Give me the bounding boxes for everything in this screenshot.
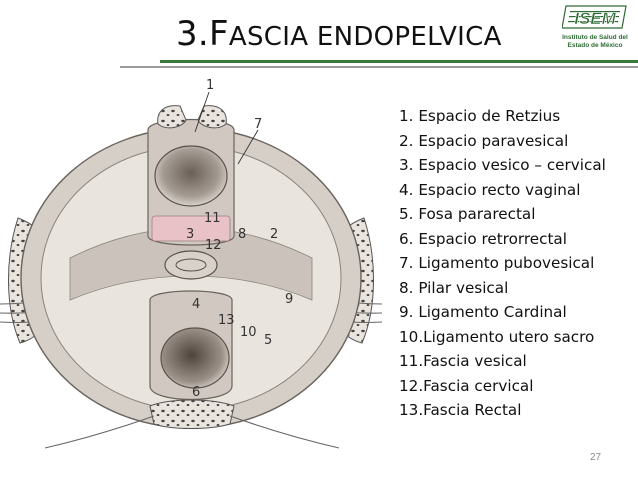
legend-list: 1. Espacio de Retzius 2. Espacio paraves… [399,104,606,423]
page-number: 27 [590,452,602,463]
rectum [160,327,230,389]
figure-label-2: 2 [270,227,278,242]
bladder [154,145,228,207]
title-rule-gray [120,66,638,68]
figure-label-9: 9 [285,292,293,307]
legend-item: 1. Espacio de Retzius [399,107,561,125]
legend-item: 3. Espacio vesico – cervical [399,156,606,174]
isem-logo: ISEM Instituto de Salud del Estado de Mé… [556,4,634,54]
legend-item: 12.Fascia cervical [399,376,534,395]
figure-label-1: 1 [206,78,214,93]
legend-item: 2. Espacio paravesical [399,131,569,150]
logo-line-2: Estado de México [567,42,623,49]
figure-label-5: 5 [264,333,272,348]
leader-line-7 [237,129,259,165]
logo-line-1: Instituto de Salud del [562,34,628,41]
title-rule-green [160,60,638,63]
slide-title: 3.FASCIA ENDOPELVICA [176,14,502,54]
title-number: 3.F [176,14,229,54]
vesico-cervical-space [151,215,231,242]
figure-label-4: 4 [192,297,200,312]
legend-item: 8. Pilar vesical [399,278,509,297]
leader-line-1 [194,91,210,133]
legend-item: 13.Fascia Rectal [399,401,522,419]
pelvis-cross-section-figure: 1 7 11 3 8 2 12 4 9 13 10 5 6 [0,78,383,449]
figure-label-10: 10 [240,325,257,340]
title-text: ASCIA ENDOPELVICA [228,22,502,52]
cervix-inner [175,258,207,272]
legend-item: 4. Espacio recto vaginal [399,180,581,199]
cervix [164,250,218,280]
figure-label-6: 6 [192,385,200,400]
figure-label-12: 12 [205,238,222,253]
legend-item: 9. Ligamento Cardinal [399,303,567,321]
legend-item: 5. Fosa pararectal [399,205,536,223]
logo-mark-text: ISEM [574,9,616,28]
legend-item: 6. Espacio retrorrectal [399,229,567,248]
figure-label-8: 8 [238,227,246,242]
isem-logo-mark: ISEM [562,5,627,29]
figure-label-7: 7 [254,117,262,132]
legend-item: 11.Fascia vesical [399,352,527,370]
sacrum [44,399,340,449]
legend-item: 10.Ligamento utero sacro [399,327,595,346]
figure-label-3: 3 [186,227,194,242]
figure-label-11: 11 [204,211,221,226]
legend-item: 7. Ligamento pubovesical [399,254,595,272]
pubic-bone [157,105,227,129]
figure-label-13: 13 [218,313,235,328]
